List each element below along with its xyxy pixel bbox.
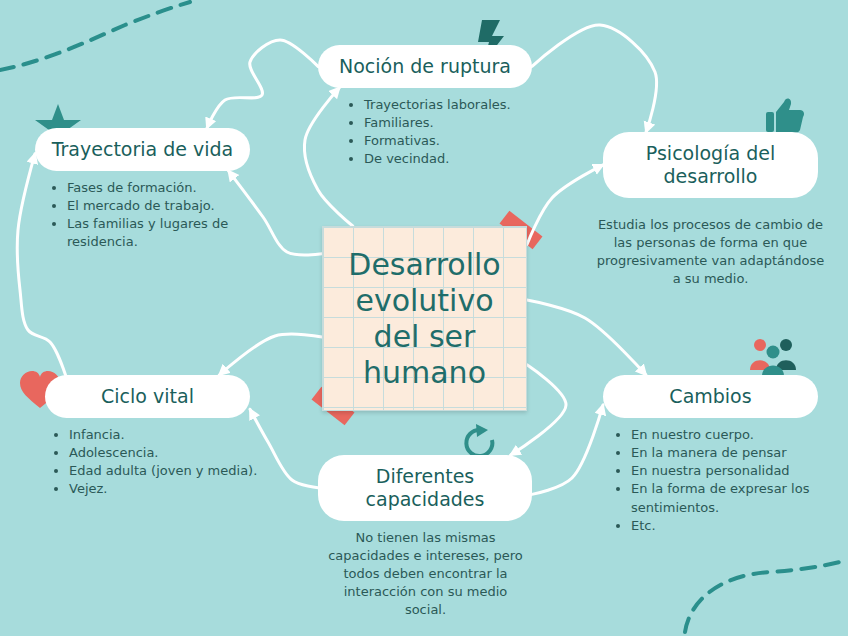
bullet-list: Fases de formación.El mercado de trabajo…: [51, 179, 247, 252]
connector-arrow: [250, 409, 318, 488]
bullet-item: Adolescencia.: [69, 444, 259, 462]
bullet-item: En la manera de pensar: [631, 444, 816, 462]
bullet-item: El mercado de trabajo.: [67, 197, 247, 215]
thumbs-up-icon: [766, 98, 804, 133]
topic-heading: Ciclo vital: [45, 375, 250, 418]
connector-arrow: [527, 300, 646, 375]
bullet-list: Trayectorias laborales.Familiares.Format…: [348, 96, 549, 169]
bullet-list: En nuestro cuerpo.En la manera de pensar…: [615, 426, 816, 535]
topic-node: Cambios En nuestro cuerpo.En la manera de…: [603, 375, 818, 535]
bullet-item: De vecindad.: [364, 150, 549, 168]
topic-heading: Noción de ruptura: [318, 45, 532, 88]
connector-arrow: [229, 171, 323, 255]
topic-heading: Trayectoria de vida: [35, 128, 250, 171]
topic-heading: Cambios: [603, 375, 818, 418]
bullet-list: Infancia.Adolescencia.Edad adulta (joven…: [53, 426, 259, 499]
bullet-item: Edad adulta (joven y media).: [69, 462, 259, 480]
central-note: Desarrollo evolutivo del ser humano: [322, 226, 527, 411]
dashed-swirl: [0, 2, 190, 70]
connector-arrow: [207, 40, 318, 128]
people-icon: [750, 339, 796, 376]
refresh-icon: [466, 424, 492, 456]
dashed-swirl: [685, 560, 848, 632]
topic-node: Trayectoria de vidaFases de formación.El…: [35, 128, 250, 252]
bullet-item: Formativas.: [364, 132, 549, 150]
bullet-item: Etc.: [631, 517, 816, 535]
bullet-item: Infancia.: [69, 426, 259, 444]
connector-arrow: [532, 25, 657, 132]
central-title: Desarrollo evolutivo del ser humano: [333, 247, 516, 391]
bullet-item: Familiares.: [364, 114, 549, 132]
connector-arrow: [219, 334, 322, 375]
bullet-item: Trayectorias laborales.: [364, 96, 549, 114]
body-text: Estudia los procesos de cambio de las pe…: [593, 216, 828, 289]
bullet-item: En la forma de expresar los sentimientos…: [631, 480, 816, 516]
connector-arrow: [527, 165, 603, 245]
topic-node: Ciclo vitalInfancia.Adolescencia.Edad ad…: [45, 375, 250, 499]
bullet-item: Las familias y lugares de residencia.: [67, 215, 247, 251]
bullet-item: En nuestro cuerpo.: [631, 426, 816, 444]
bullet-item: Vejez.: [69, 480, 259, 498]
bullet-item: En nuestra personalidad: [631, 462, 816, 480]
connector-arrow: [304, 88, 352, 226]
topic-node: Noción de rupturaTrayectorias laborales.…: [318, 45, 532, 169]
body-text: No tienen las mismas capacidades e inter…: [323, 529, 528, 620]
connector-arrow: [17, 154, 65, 375]
connector-arrow: [532, 405, 603, 494]
note-paper: Desarrollo evolutivo del ser humano: [322, 226, 527, 411]
topic-heading: Diferentes capacidades: [318, 455, 532, 521]
topic-heading: Psicología del desarrollo: [603, 132, 818, 198]
topic-node: Psicología del desarrolloEstudia los pro…: [603, 132, 818, 288]
bullet-item: Fases de formación.: [67, 179, 247, 197]
topic-node: Diferentes capacidades No tienen las mism…: [318, 455, 532, 620]
